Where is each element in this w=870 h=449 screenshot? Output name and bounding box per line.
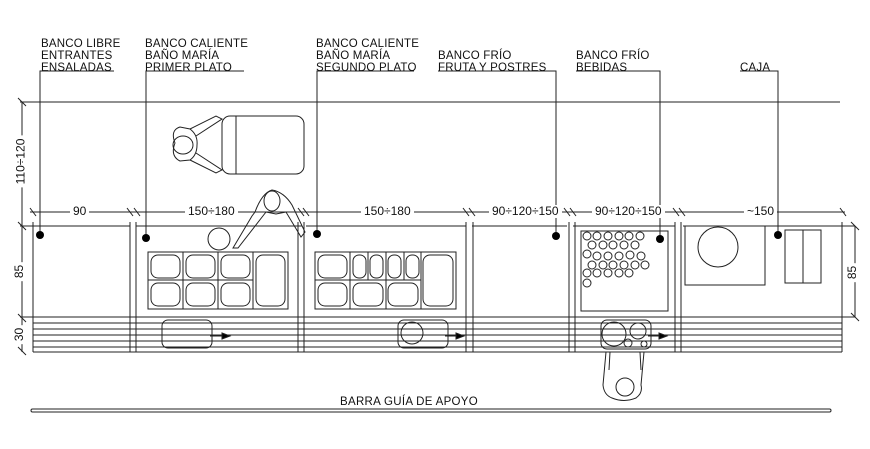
station-markers	[36, 230, 782, 243]
leader-lines	[39, 70, 779, 238]
dim-aisle: 110÷120	[13, 135, 28, 188]
dim-counter-right: 85	[845, 262, 860, 283]
dim-width-3: 90÷120÷150	[489, 205, 562, 218]
support-guide-bar	[30, 408, 832, 413]
dim-width-5: ~150	[744, 205, 778, 218]
person-server	[232, 189, 306, 249]
section-dividers	[32, 222, 843, 352]
bain-marie-second-course	[314, 251, 457, 310]
person-top	[172, 115, 305, 175]
person-cashier-bottom	[602, 351, 645, 401]
drinks-display	[580, 230, 669, 312]
cashier-counter	[684, 226, 822, 286]
width-dimension-line	[29, 207, 847, 217]
dim-width-2: 150÷180	[361, 205, 414, 218]
dim-width-0: 90	[70, 205, 90, 218]
dim-width-1: 150÷180	[185, 205, 238, 218]
tray-rail	[33, 322, 842, 353]
dim-counter-left: 85	[12, 261, 27, 282]
dim-tray-rail: 30	[12, 324, 27, 345]
trays	[161, 319, 669, 350]
station-label-5: CAJA	[740, 62, 771, 74]
guide-bar-caption: BARRA GUÍA DE APOYO	[340, 396, 478, 408]
dim-width-4: 90÷120÷150	[592, 205, 665, 218]
bain-marie-first-course	[147, 227, 289, 310]
